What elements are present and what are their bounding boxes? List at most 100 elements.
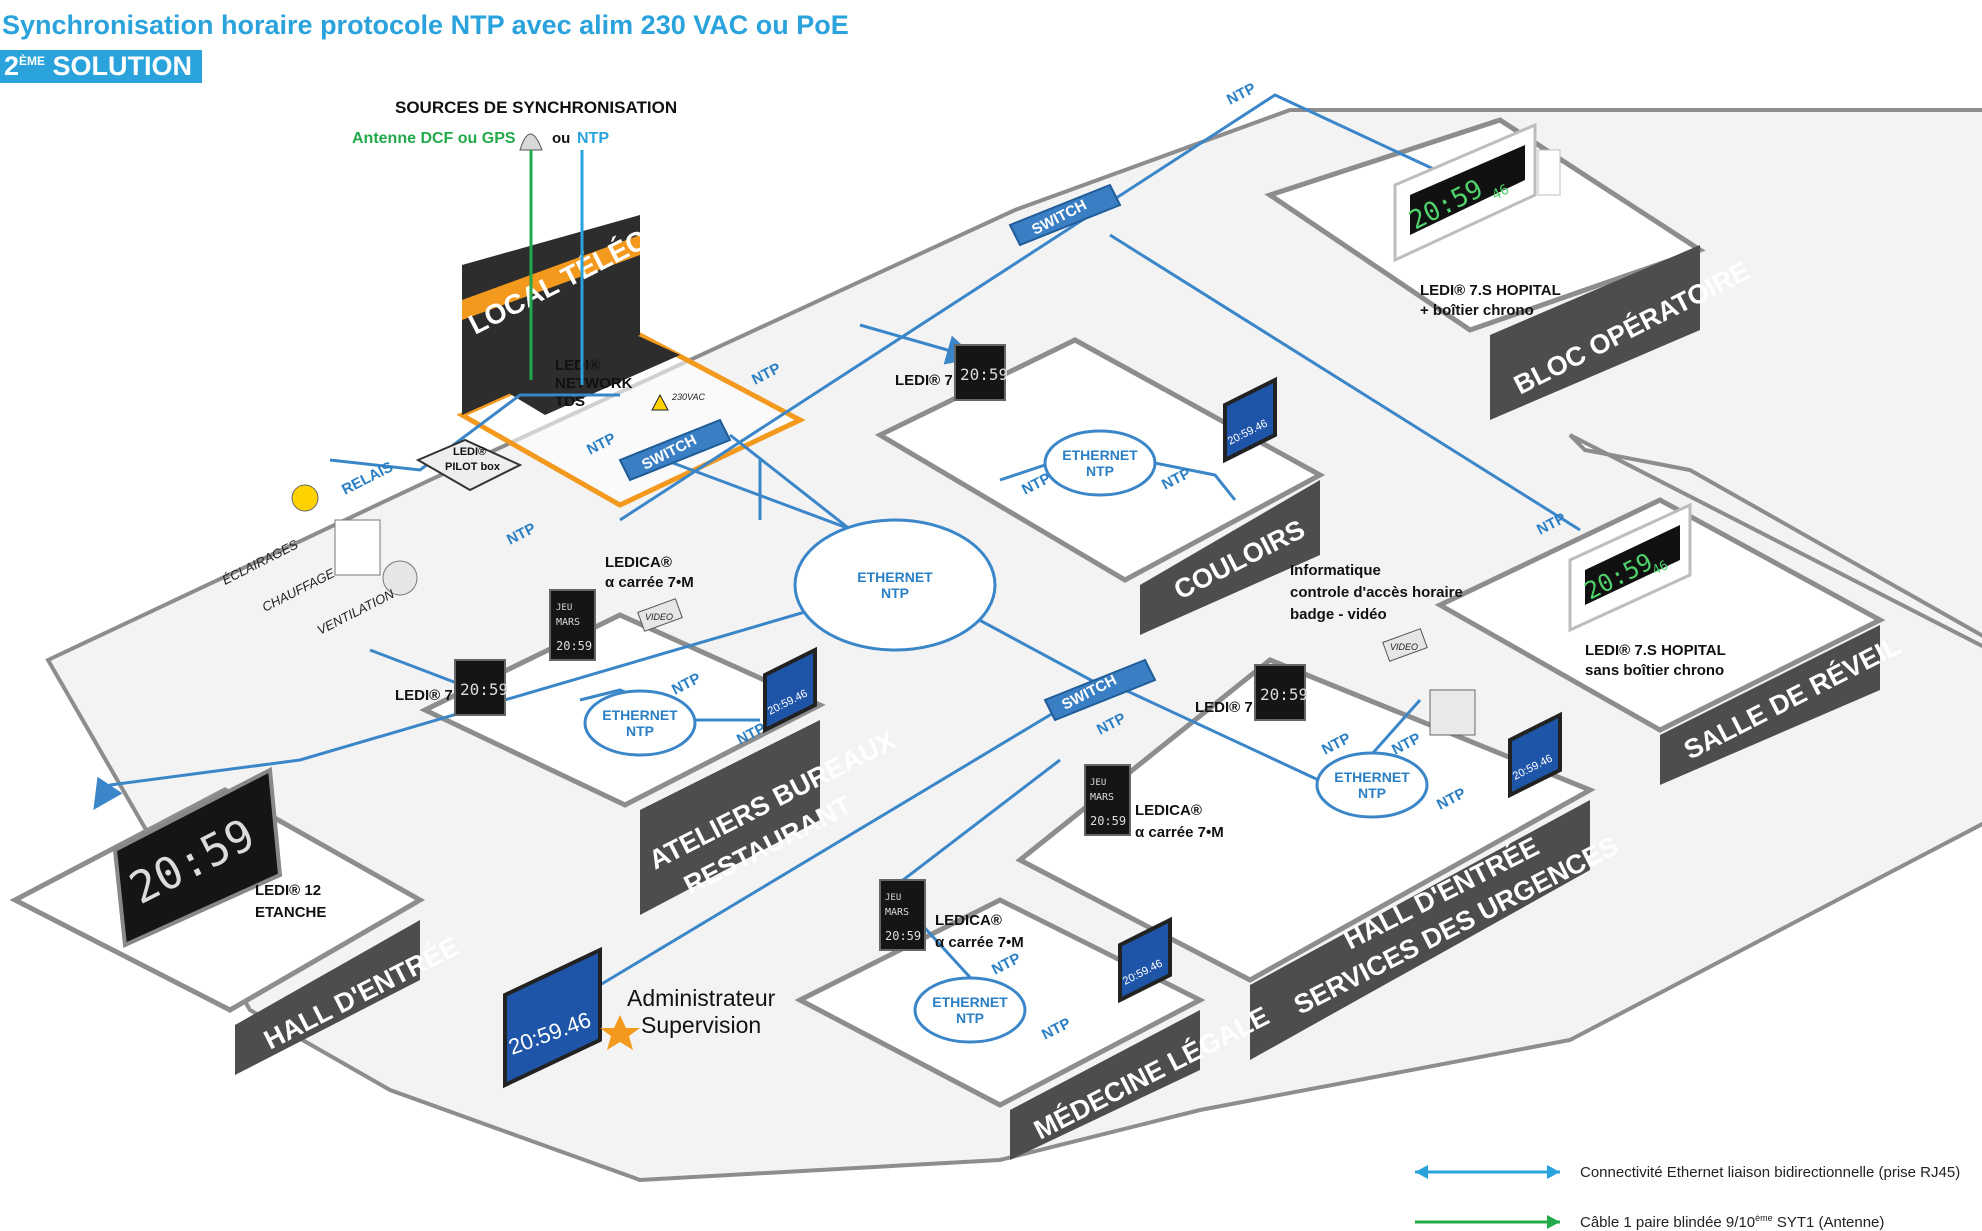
ethernet-ntp-label: NTP <box>956 1010 984 1026</box>
bulb-icon <box>291 484 319 512</box>
v230-label: 230VAC <box>671 392 706 402</box>
monitor-urgences: 20:59.46 <box>1508 711 1562 799</box>
clock-time: 20:59 <box>460 680 508 699</box>
ethernet-medecine: ETHERNET NTP <box>913 976 1027 1044</box>
ledica-month: MARS <box>1090 792 1114 803</box>
tds-label-1: LEDI® <box>555 357 600 374</box>
ledi12-label-1: LEDI® 12 <box>255 882 321 899</box>
ledi7-label: LEDI® 7 <box>1195 699 1253 716</box>
badge-sup: ÈME <box>19 54 46 68</box>
ethernet-label: ETHERNET <box>932 994 1008 1010</box>
legend-cable-2: SYT1 (Antenne) <box>1773 1214 1885 1231</box>
ledica-month: MARS <box>885 907 909 918</box>
legend-cable-sup: ème <box>1755 1213 1773 1223</box>
video-label: VIDEO <box>645 612 673 622</box>
clock-ledi7-urgences: 20:59 LEDI® 7 <box>1195 664 1308 721</box>
antenna-label: Antenne DCF ou GPS <box>352 130 516 147</box>
ethernet-ntp-label: NTP <box>1358 785 1386 801</box>
ledica-label-2: α carrée 7•M <box>605 574 694 591</box>
hospital-secs: 46 <box>1650 558 1671 578</box>
hop-sans-label-1: LEDI® 7.S HOPITAL <box>1585 642 1726 659</box>
clock-ledica-ateliers: JEU MARS 20:59 LEDICA® α carrée 7•M <box>549 554 694 661</box>
star-icon <box>600 1015 640 1050</box>
hop-chrono-label-2: + boîtier chrono <box>1420 302 1534 319</box>
sources-ntp: NTP <box>577 130 609 147</box>
ethernet-ateliers: ETHERNET NTP <box>583 689 697 757</box>
monitor-ateliers: 20:59.46 <box>763 646 817 734</box>
legend-cable-1: Câble 1 paire blindée 9/10 <box>1580 1214 1755 1231</box>
ledi7-label: LEDI® 7 <box>895 372 953 389</box>
hospital-secs: 46 <box>1490 182 1512 204</box>
monitor-medecine: 20:59.46 <box>1118 916 1172 1004</box>
monitor-couloirs: 20:59.46 <box>1223 376 1277 464</box>
sources-or: ou <box>552 130 570 147</box>
pilot-box: LEDI® PILOT box <box>415 438 523 492</box>
tds-label-3: TDS <box>555 393 585 410</box>
page-title: Synchronisation horaire protocole NTP av… <box>2 10 849 40</box>
pilot-label-2: PILOT box <box>445 461 501 473</box>
ethernet-label: ETHERNET <box>1334 769 1410 785</box>
ethernet-couloirs: ETHERNET NTP <box>1043 429 1157 497</box>
monitor-admin: 20:59.46 Administrateur Supervision <box>503 946 776 1089</box>
admin-label-1: Administrateur <box>627 985 776 1011</box>
ethernet-label: ETHERNET <box>857 569 933 585</box>
ledica-month: MARS <box>556 617 580 628</box>
ledica-time: 20:59 <box>885 929 921 943</box>
ethernet-urgences: ETHERNET NTP <box>1315 751 1429 819</box>
badge-prefix: 2 <box>4 51 20 81</box>
ledica-label-1: LEDICA® <box>605 554 672 571</box>
ethernet-ntp-label: NTP <box>881 585 909 601</box>
ethernet-main: ETHERNET NTP <box>793 518 997 652</box>
ethernet-ntp-label: NTP <box>1086 463 1114 479</box>
legend-cable-arrow <box>1547 1215 1560 1229</box>
antenna-icon <box>519 133 543 151</box>
clock-ledi7-ateliers: 20:59 LEDI® 7 <box>395 659 508 716</box>
ethernet-label: ETHERNET <box>1062 447 1138 463</box>
legend-cable-text: Câble 1 paire blindée 9/10ème SYT1 (Ante… <box>1580 1213 1884 1231</box>
ledica-day: JEU <box>556 603 572 613</box>
pilot-label-1: LEDI® <box>453 446 486 458</box>
tds-label-2: NETWORK <box>555 375 633 392</box>
ledica-day: JEU <box>1090 778 1106 788</box>
ledica-label-1: LEDICA® <box>1135 802 1202 819</box>
video-camera-urgences: VIDEO <box>1382 628 1428 662</box>
sources-title: SOURCES DE SYNCHRONISATION <box>395 98 677 117</box>
ledica-label-1: LEDICA® <box>935 912 1002 929</box>
clock-time: 20:59 <box>1260 685 1308 704</box>
ethernet-ntp-label: NTP <box>626 723 654 739</box>
fan-icon <box>382 560 418 596</box>
ledica-label-2: α carrée 7•M <box>935 934 1024 951</box>
admin-label-2: Supervision <box>641 1012 761 1038</box>
legend: Connectivité Ethernet liaison bidirectio… <box>1415 1164 1960 1231</box>
ledica-time: 20:59 <box>556 639 592 653</box>
legend-ethernet-text: Connectivité Ethernet liaison bidirectio… <box>1580 1164 1960 1181</box>
video-label: VIDEO <box>1390 642 1418 652</box>
warning-icon <box>651 393 669 411</box>
solution-badge: 2ÈME SOLUTION <box>0 50 203 83</box>
clock-ledi7-top: 20:59 LEDI® 7 <box>895 344 1008 401</box>
legend-arrow-right <box>1547 1165 1560 1179</box>
ledi12-label-2: ETANCHE <box>255 904 326 921</box>
ethernet-label: ETHERNET <box>602 707 678 723</box>
clock-hopital-sans: 20:59 46 LEDI® 7.S HOPITAL sans boîtier … <box>1568 502 1726 679</box>
hop-chrono-label-1: LEDI® 7.S HOPITAL <box>1420 282 1561 299</box>
clock-hopital-chrono: 20:59 46 LEDI® 7.S HOPITAL + boîtier chr… <box>1393 122 1561 319</box>
clock-time: 20:59 <box>960 365 1008 384</box>
ledica-label-2: α carrée 7•M <box>1135 824 1224 841</box>
ledi7-label: LEDI® 7 <box>395 687 453 704</box>
hop-sans-label-2: sans boîtier chrono <box>1585 662 1724 679</box>
access-control-box <box>1429 689 1476 736</box>
info-label-3: badge - vidéo <box>1290 606 1387 623</box>
info-label-2: controle d'accès horaire <box>1290 584 1463 601</box>
clock-ledica-urgences: JEU MARS 20:59 LEDICA® α carrée 7•M <box>1084 764 1224 841</box>
legend-arrow-left <box>1415 1165 1428 1179</box>
video-camera-ateliers: VIDEO <box>637 598 683 632</box>
chrono-box <box>1537 149 1561 196</box>
info-label-1: Informatique <box>1290 562 1381 579</box>
radiator-icon <box>334 519 381 576</box>
badge-text: SOLUTION <box>45 51 193 81</box>
clock-ledica-medecine: JEU MARS 20:59 LEDICA® α carrée 7•M <box>879 879 1024 951</box>
ledica-day: JEU <box>885 893 901 903</box>
ledica-time: 20:59 <box>1090 814 1126 828</box>
